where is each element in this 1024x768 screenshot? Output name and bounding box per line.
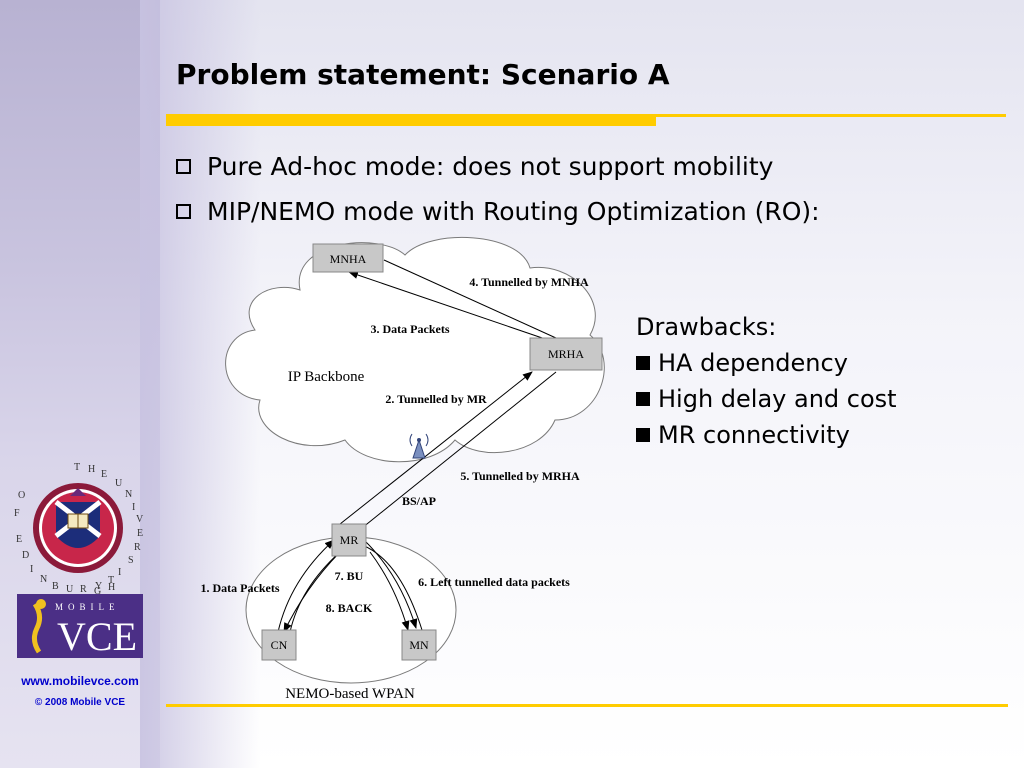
svg-text:MRHA: MRHA: [548, 347, 584, 361]
node-mnha: MNHA: [313, 244, 383, 272]
ip-backbone-label: IP Backbone: [288, 369, 365, 385]
svg-text:MN: MN: [409, 638, 429, 652]
node-mrha: MRHA: [530, 338, 602, 370]
node-mn: MN: [402, 630, 436, 660]
bsap-label: BS/AP: [402, 494, 436, 508]
node-mr: MR: [332, 524, 366, 556]
link-label-5: 5. Tunnelled by MRHA: [460, 469, 580, 483]
link-label-3: 3. Data Packets: [371, 322, 450, 336]
svg-text:MNHA: MNHA: [330, 252, 367, 266]
wpan-label: NEMO-based WPAN: [285, 686, 415, 702]
link-label-4: 4. Tunnelled by MNHA: [469, 275, 589, 289]
link-label-6: 6. Left tunnelled data packets: [418, 575, 570, 589]
link-label-2: 2. Tunnelled by MR: [385, 392, 487, 406]
link-label-1: 1. Data Packets: [201, 581, 280, 595]
node-cn: CN: [262, 630, 296, 660]
svg-text:MR: MR: [340, 533, 359, 547]
link-label-7: 7. BU: [335, 569, 364, 583]
link-label-8: 8. BACK: [326, 601, 373, 615]
svg-text:CN: CN: [271, 638, 288, 652]
